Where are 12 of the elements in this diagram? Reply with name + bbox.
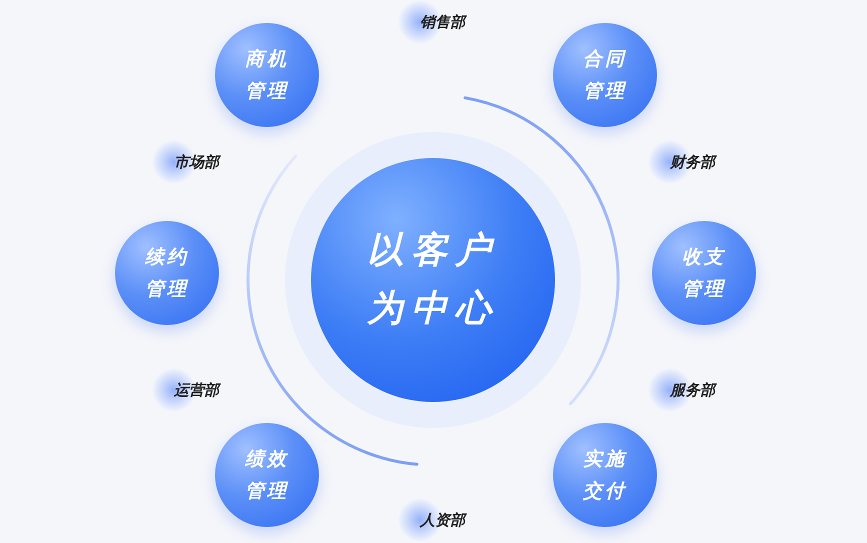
module-circle: 收支管理 [652, 221, 756, 325]
department-tag: 人资部 [398, 498, 465, 542]
department-tag: 销售部 [398, 0, 465, 44]
module-circle: 续约管理 [115, 221, 219, 325]
module-circle: 绩效管理 [215, 423, 319, 527]
module-circle: 商机管理 [215, 23, 319, 127]
module-circle: 合同管理 [553, 23, 657, 127]
department-tag: 财务部 [648, 140, 715, 184]
department-tag: 市场部 [152, 140, 219, 184]
module-circle: 实施交付 [553, 423, 657, 527]
department-tag: 运营部 [152, 368, 219, 412]
department-tag: 服务部 [648, 368, 715, 412]
